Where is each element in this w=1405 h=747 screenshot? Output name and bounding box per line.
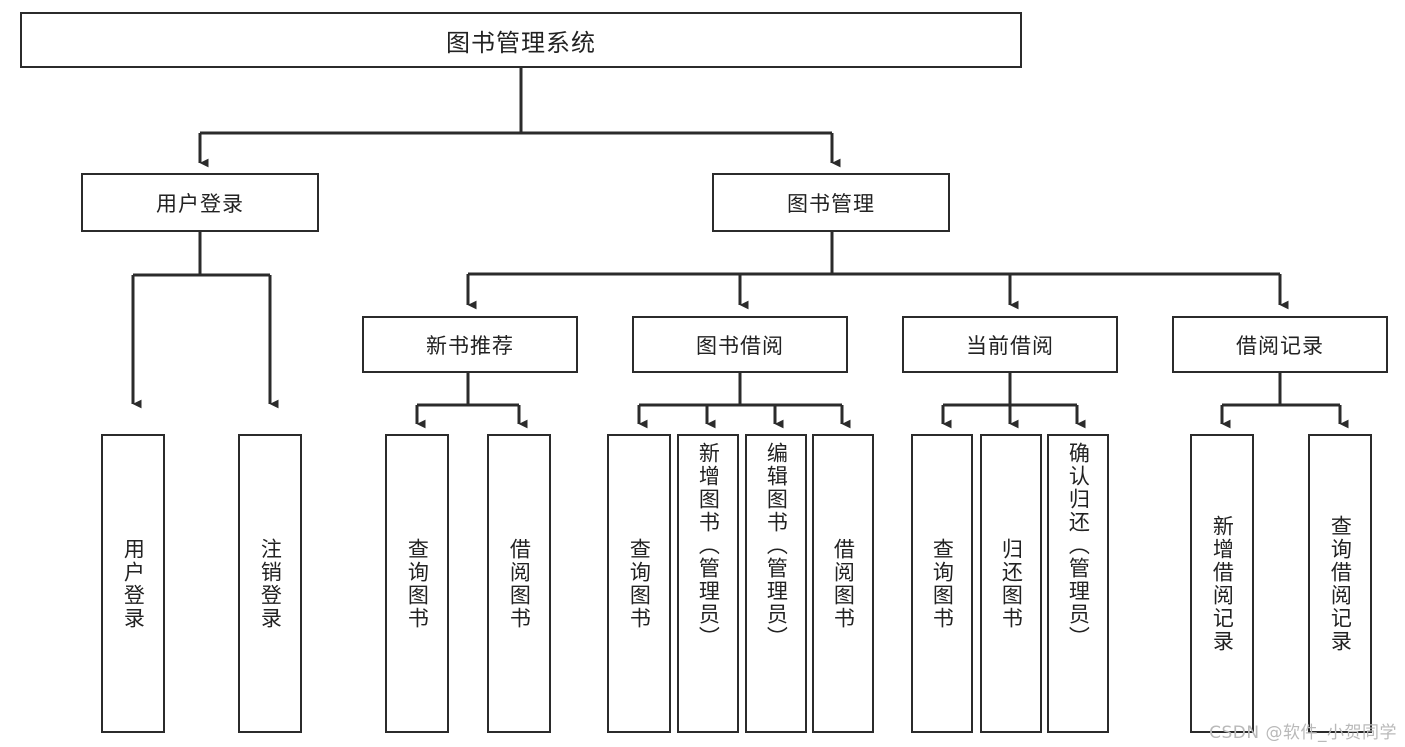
leaf-add-borrow-record[interactable]: 新增借阅记录	[1190, 434, 1254, 733]
node-label: 图书管理	[787, 191, 875, 216]
node-label: 图书管理系统	[446, 28, 596, 57]
leaf-user-login[interactable]: 用户登录	[101, 434, 165, 733]
leaf-borrow-book-recommend[interactable]: 借阅图书	[487, 434, 551, 733]
node-book-manage[interactable]: 图书管理	[712, 173, 950, 232]
node-label: 新书推荐	[426, 333, 514, 358]
leaf-confirm-return[interactable]: 确认归还（管理员）	[1047, 434, 1109, 733]
node-label: 借阅图书	[507, 537, 532, 630]
node-label: 编辑图书（管理员）	[764, 442, 789, 649]
node-label: 当前借阅	[966, 333, 1054, 358]
node-label: 新增借阅记录	[1210, 514, 1235, 653]
leaf-borrow-book-borrow[interactable]: 借阅图书	[812, 434, 874, 733]
node-current-borrow[interactable]: 当前借阅	[902, 316, 1118, 373]
node-label: 归还图书	[999, 537, 1024, 630]
node-label: 查询图书	[405, 537, 430, 630]
node-label: 查询借阅记录	[1328, 514, 1353, 653]
leaf-query-borrow-record[interactable]: 查询借阅记录	[1308, 434, 1372, 733]
leaf-add-book[interactable]: 新增图书（管理员）	[677, 434, 739, 733]
node-root-system[interactable]: 图书管理系统	[20, 12, 1022, 68]
leaf-logout[interactable]: 注销登录	[238, 434, 302, 733]
leaf-return-book[interactable]: 归还图书	[980, 434, 1042, 733]
node-label: 查询图书	[930, 537, 955, 630]
leaf-edit-book[interactable]: 编辑图书（管理员）	[745, 434, 807, 733]
leaf-query-book-current[interactable]: 查询图书	[911, 434, 973, 733]
node-book-borrow[interactable]: 图书借阅	[632, 316, 848, 373]
node-label: 图书借阅	[696, 333, 784, 358]
leaf-query-book-borrow[interactable]: 查询图书	[607, 434, 671, 733]
node-user-login[interactable]: 用户登录	[81, 173, 319, 232]
csdn-watermark: CSDN @软件_小贺同学	[1209, 723, 1397, 743]
node-label: 用户登录	[121, 537, 146, 630]
node-label: 用户登录	[156, 191, 244, 216]
node-borrow-record[interactable]: 借阅记录	[1172, 316, 1388, 373]
node-label: 借阅记录	[1236, 333, 1324, 358]
node-label: 注销登录	[258, 537, 283, 630]
node-label: 查询图书	[627, 537, 652, 630]
node-label: 新增图书（管理员）	[696, 442, 721, 649]
node-label: 确认归还（管理员）	[1066, 442, 1091, 649]
node-label: 借阅图书	[831, 537, 856, 630]
leaf-query-book-recommend[interactable]: 查询图书	[385, 434, 449, 733]
node-new-book-recommend[interactable]: 新书推荐	[362, 316, 578, 373]
